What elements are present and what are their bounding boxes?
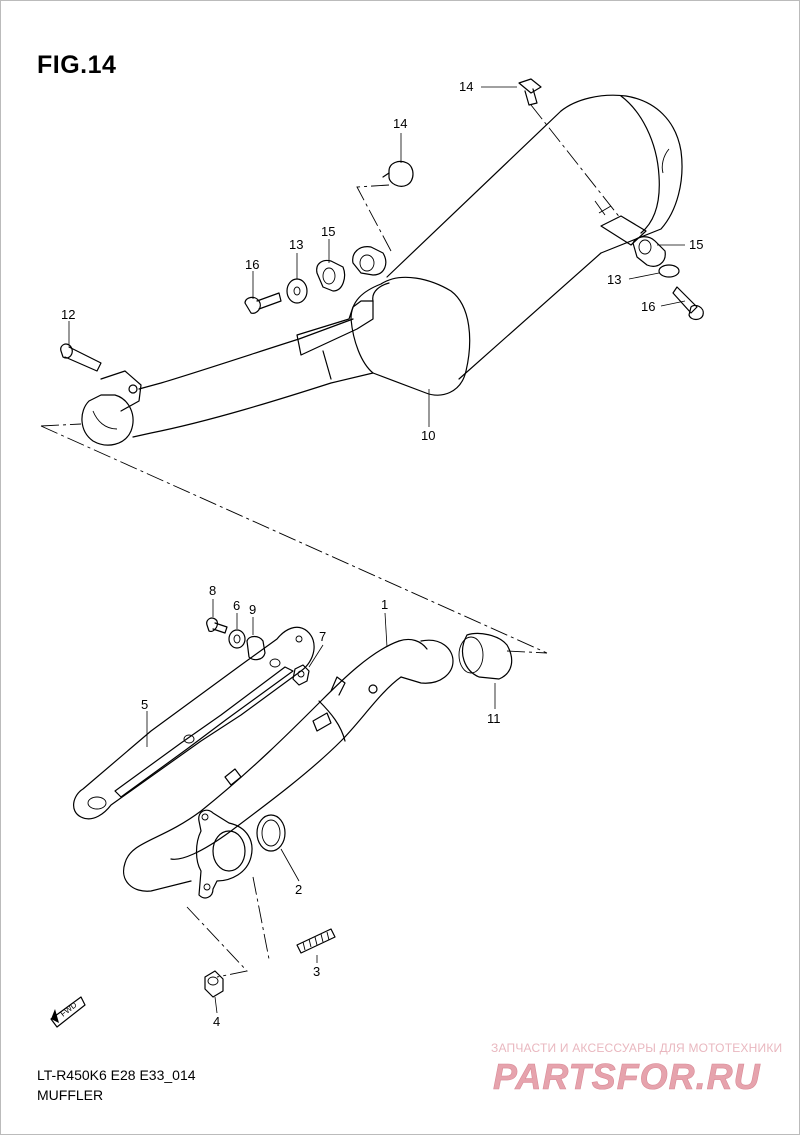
callout-3: 3 [313,964,320,979]
callout-15: 15 [321,224,335,239]
fwd-arrow-icon: FWD [50,996,86,1028]
bolt-14-top [518,78,542,106]
muffler-body [81,94,683,446]
callout-16: 16 [245,257,259,272]
fwd-label: FWD [59,1000,79,1018]
gasket-2 [256,814,286,852]
callout-10: 10 [421,428,435,443]
callout-13: 13 [289,237,303,252]
callout-6: 6 [233,598,240,613]
washer-13-right [658,264,680,278]
callout-5: 5 [141,697,148,712]
callout-7: 7 [319,629,326,644]
callout-2: 2 [295,882,302,897]
callout-15: 15 [689,237,703,252]
bolt-12 [60,343,102,372]
stud-bolt-3 [296,928,336,954]
callout-14: 14 [459,79,473,94]
bush-15-mid [316,259,346,292]
callout-12: 12 [61,307,75,322]
exhaust-pipe [123,638,454,899]
callout-11: 11 [487,711,501,726]
watermark-brand: PARTSFOR.RU [493,1056,761,1097]
bolt-16-left [244,292,282,314]
callout-labels: 14 14 13 15 16 12 10 15 13 16 1 11 8 6 9… [61,79,703,1029]
leader-lines [68,86,686,1014]
callout-4: 4 [213,1014,220,1029]
callout-14: 14 [393,116,407,131]
callout-13: 13 [607,272,621,287]
bolt-16-right [672,286,704,321]
watermark-logo: PARTSFOR.RU [493,1056,761,1097]
cushion-9 [246,635,266,661]
callout-1: 1 [381,597,388,612]
model-code: LT-R450K6 E28 E33_014 [37,1067,196,1083]
bolt-8 [206,617,228,634]
callout-16: 16 [641,299,655,314]
callout-9: 9 [249,602,256,617]
group-name: MUFFLER [37,1087,104,1103]
washer-13-left [286,278,308,304]
gasket-11 [458,632,513,680]
exhaust-bracket-5 [73,626,315,820]
washer-6 [228,629,246,649]
nut-7 [292,664,310,686]
figure-title: FIG.14 [37,51,117,79]
callout-8: 8 [209,583,216,598]
nut-14-left [382,160,414,187]
nut-4 [204,970,224,998]
watermark-tagline: ЗАПЧАСТИ И АКСЕССУАРЫ ДЛЯ МОТОТЕХНИКИ [491,1041,783,1055]
bush-15-left [352,246,387,276]
bush-15-right [632,236,666,267]
